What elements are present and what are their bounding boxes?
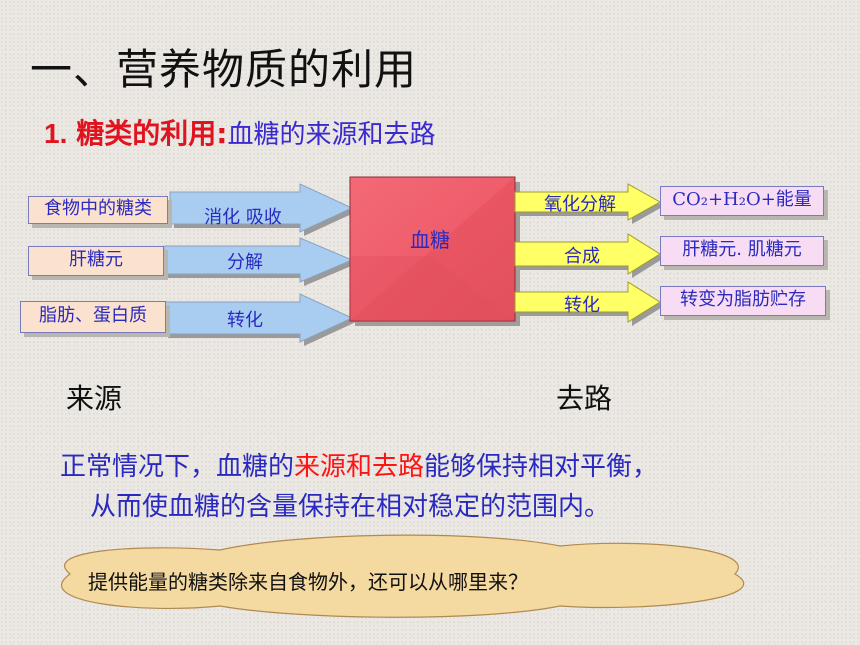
- subtitle-rest: 血糖的来源和去路: [227, 120, 436, 150]
- destination-heading: 去路: [556, 382, 613, 415]
- section-subtitle: 1. 糖类的利用:血糖的来源和去路: [44, 112, 435, 152]
- question-bubble: [61, 534, 745, 618]
- source-arrow-glycogen-label: 分解: [227, 252, 263, 273]
- question-text: 提供能量的糖类除来自食物外，还可以从哪里来？: [88, 570, 528, 594]
- blood-sugar-label: 血糖: [410, 228, 450, 252]
- dest-arrow-conversion: [514, 281, 664, 326]
- source-box-food: 食物中的糖类: [28, 196, 168, 224]
- source-arrow-food-label: 消化 吸收: [204, 207, 282, 228]
- dest-box-glycogen: 肝糖元. 肌糖元: [660, 236, 824, 266]
- summary-highlight: 来源和去路: [294, 452, 425, 482]
- source-box-fat-protein: 脂肪、蛋白质: [20, 301, 166, 333]
- dest-arrow-conversion-label: 转化: [564, 295, 600, 316]
- source-box-glycogen: 肝糖元: [28, 246, 164, 276]
- subtitle-main: 糖类的利用:: [76, 117, 228, 150]
- dest-arrow-oxidation-label: 氧化分解: [544, 194, 616, 215]
- dest-arrow-oxidation: [514, 183, 664, 224]
- source-arrow-food: [169, 183, 356, 236]
- dest-box-energy: CO₂+H₂O+能量: [660, 186, 824, 216]
- source-arrow-fat-protein: [163, 293, 356, 346]
- blood-sugar-box: [349, 176, 520, 326]
- summary-line-1-end: 能够保持相对平衡，: [424, 452, 659, 482]
- subtitle-number: 1.: [44, 118, 68, 149]
- dest-arrow-synthesis-label: 合成: [564, 246, 600, 267]
- dest-box-fat-storage: 转变为脂肪贮存: [660, 286, 826, 316]
- dest-arrow-synthesis: [514, 233, 664, 278]
- source-arrow-glycogen: [163, 237, 356, 286]
- source-arrow-fat-protein-label: 转化: [227, 310, 263, 331]
- summary-line-1: 正常情况下，血糖的来源和去路能够保持相对平衡，: [60, 446, 658, 483]
- summary-line-1-start: 正常情况下，血糖的: [60, 452, 295, 482]
- source-heading: 来源: [66, 382, 123, 415]
- summary-line-2: 从而使血糖的含量保持在相对稳定的范围内。: [90, 492, 611, 522]
- page-title: 一、营养物质的利用: [30, 45, 418, 94]
